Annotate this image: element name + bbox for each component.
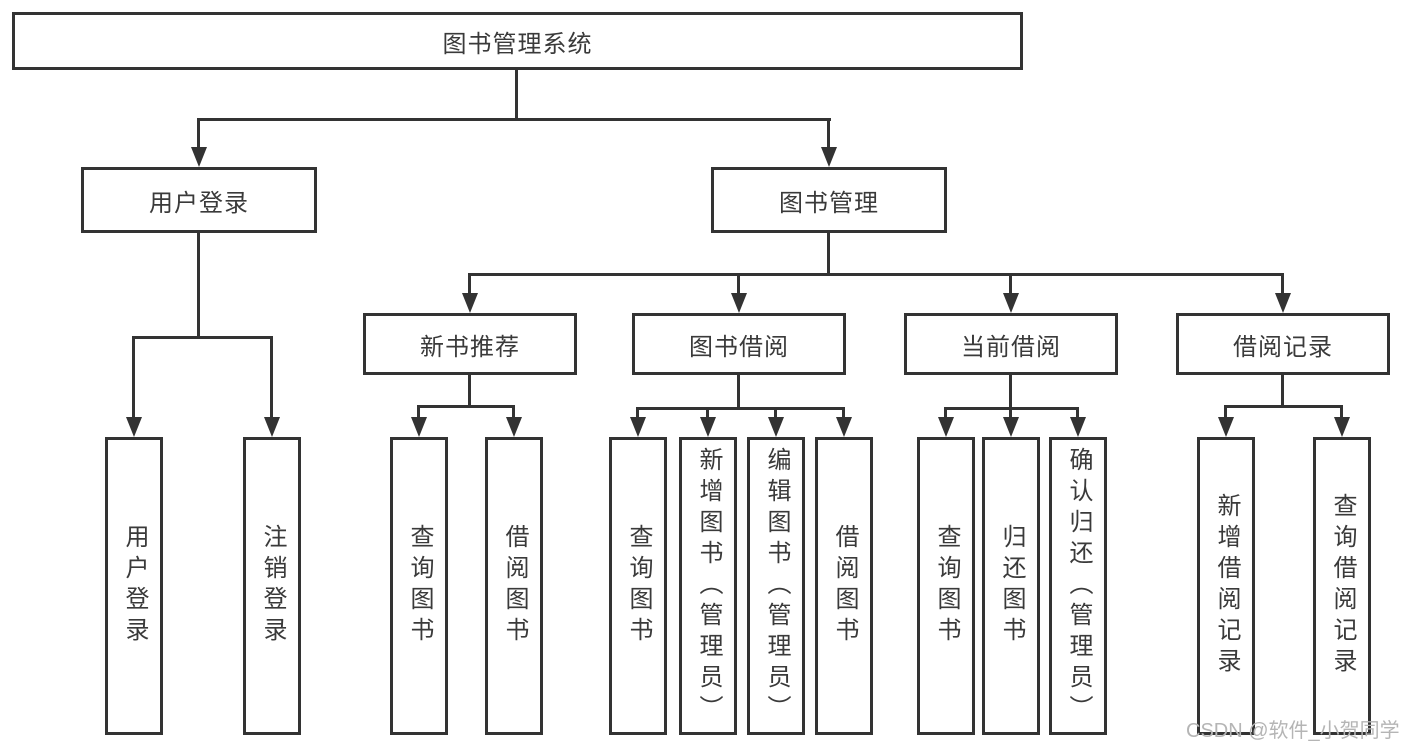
connector-arrow-icon [731,293,747,313]
connector-line [1281,273,1284,295]
connector-line [842,407,845,419]
connector-arrow-icon [630,417,646,437]
connector-line [636,407,845,410]
node-borrow-books-recommend: 借阅图书 [485,437,543,735]
node-library-management-system: 图书管理系统 [12,12,1023,70]
connector-arrow-icon [700,417,716,437]
connector-arrow-icon [1003,417,1019,437]
connector-arrow-icon [1275,293,1291,313]
connector-line [512,405,515,419]
connector-line [1340,405,1343,419]
connector-line [1076,407,1079,419]
node-current-borrowing: 当前借阅 [904,313,1118,375]
connector-line [944,407,947,419]
connector-arrow-icon [191,147,207,167]
connector-line [1009,375,1012,410]
connector-line [827,233,830,273]
node-query-books-current: 查询图书 [917,437,975,735]
connector-line [1281,375,1284,408]
connector-line [417,405,420,419]
node-query-borrow-record: 查询借阅记录 [1313,437,1371,735]
connector-line [132,336,273,339]
connector-line [197,233,200,336]
connector-arrow-icon [768,417,784,437]
connector-line [1224,405,1227,419]
node-edit-books-admin: 编辑图书（管理员） [747,437,805,735]
node-borrowing-records: 借阅记录 [1176,313,1390,375]
node-user-login-leaf: 用户登录 [105,437,163,735]
connector-line [197,118,831,121]
connector-line [270,336,273,419]
connector-line [827,118,830,149]
node-add-borrow-record: 新增借阅记录 [1197,437,1255,735]
connector-arrow-icon [411,417,427,437]
connector-line [636,407,639,419]
connector-line [132,336,135,419]
node-user-login: 用户登录 [81,167,317,233]
node-logout: 注销登录 [243,437,301,735]
watermark: CSDN @软件_小贺同学 [1186,720,1400,742]
connector-arrow-icon [938,417,954,437]
node-confirm-return-admin: 确认归还（管理员） [1049,437,1107,735]
connector-arrow-icon [264,417,280,437]
connector-arrow-icon [1070,417,1086,437]
connector-arrow-icon [836,417,852,437]
connector-line [468,273,471,295]
node-return-books: 归还图书 [982,437,1040,735]
connector-line [417,405,515,408]
connector-line [197,118,200,149]
connector-line [468,375,471,408]
node-new-book-recommendation: 新书推荐 [363,313,577,375]
connector-line [737,273,740,295]
connector-arrow-icon [821,147,837,167]
node-query-books-borrow: 查询图书 [609,437,667,735]
connector-arrow-icon [1218,417,1234,437]
connector-arrow-icon [126,417,142,437]
connector-line [1009,273,1012,295]
connector-arrow-icon [462,293,478,313]
connector-arrow-icon [1003,293,1019,313]
connector-line [468,273,1284,276]
node-add-books-admin: 新增图书（管理员） [679,437,737,735]
connector-line [1009,407,1012,419]
node-query-books-recommend: 查询图书 [390,437,448,735]
node-borrow-books: 借阅图书 [815,437,873,735]
connector-line [774,407,777,419]
connector-line [1224,405,1343,408]
node-book-borrowing: 图书借阅 [632,313,846,375]
connector-line [737,375,740,410]
connector-arrow-icon [506,417,522,437]
node-book-management: 图书管理 [711,167,947,233]
connector-arrow-icon [1334,417,1350,437]
connector-line [515,70,518,118]
connector-line [706,407,709,419]
